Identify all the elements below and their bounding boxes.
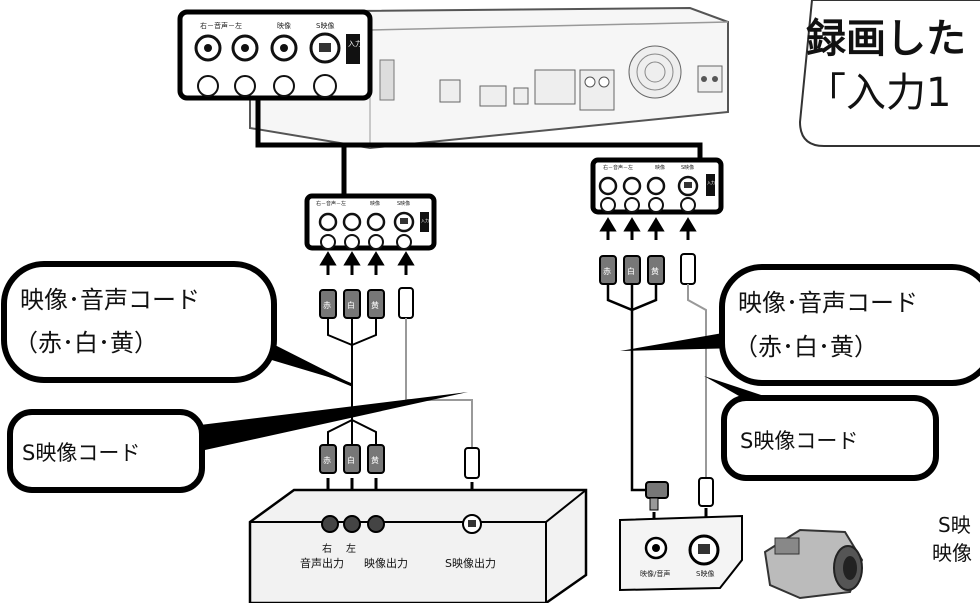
svg-text:S映像: S映像 xyxy=(681,164,694,171)
svg-text:映像: 映像 xyxy=(655,164,665,171)
right-s-cord-callout: S映像コード xyxy=(704,376,939,481)
svg-text:S映像: S映像 xyxy=(696,569,714,578)
right-s-cord-label: S映像コード xyxy=(740,429,858,453)
side-text-line-2: 映像 xyxy=(932,541,972,565)
audio-out-label: 音声出力 xyxy=(300,556,344,570)
title-line-2: 「入力1 xyxy=(806,70,951,116)
svg-text:黄: 黄 xyxy=(371,300,379,310)
svg-text:右: 右 xyxy=(322,542,332,555)
left-av-cord-label-2: （赤･白･黄） xyxy=(14,329,158,357)
svg-text:S映像: S映像 xyxy=(397,200,410,207)
title-box: 録画した 「入力1 xyxy=(798,0,980,147)
left-top-plugs: 赤 白 黄 xyxy=(319,287,414,319)
svg-text:映像/音声: 映像/音声 xyxy=(640,569,670,578)
right-av-cord-label-1: 映像･音声コード xyxy=(738,289,918,317)
right-cable-assembly: 赤 白 黄 xyxy=(599,217,715,539)
small-panel-right: 右－音声－左 映像 S映像 入力 xyxy=(590,157,724,215)
svg-text:赤: 赤 xyxy=(323,301,331,310)
source-device: 右 左 音声出力 映像出力 S映像出力 xyxy=(248,488,588,603)
right-av-cord-callout: 映像･音声コード （赤･白･黄） xyxy=(620,264,980,386)
recorder-svideo-label: S映像 xyxy=(316,21,334,30)
side-text-line-1: S映 xyxy=(938,513,971,537)
svg-text:左: 左 xyxy=(346,542,356,555)
video-out-label: 映像出力 xyxy=(364,556,408,570)
svg-text:右－音声－左: 右－音声－左 xyxy=(316,200,346,207)
svg-text:入力: 入力 xyxy=(707,179,715,185)
recorder-video-label: 映像 xyxy=(277,21,291,30)
svg-text:赤: 赤 xyxy=(603,267,611,276)
svg-text:白: 白 xyxy=(627,266,635,276)
right-av-cord-label-2: （赤･白･黄） xyxy=(734,333,878,361)
svg-text:右－音声－左: 右－音声－左 xyxy=(603,164,633,171)
left-av-cord-callout: 映像･音声コード （赤･白･黄） xyxy=(1,261,353,387)
leader-line-to-right-panel xyxy=(255,98,703,160)
svg-text:入力: 入力 xyxy=(421,217,429,223)
svg-text:白: 白 xyxy=(347,300,355,310)
left-cable-assembly: 赤 白 黄 赤 白 黄 xyxy=(319,251,481,519)
svideo-out-label: S映像出力 xyxy=(445,556,496,570)
input-badge xyxy=(346,34,360,64)
left-s-cord-label: S映像コード xyxy=(22,441,140,465)
left-av-cord-label-1: 映像･音声コード xyxy=(20,286,200,314)
recorder-input-panel: 右－音声－左 映像 S映像 入力1 xyxy=(177,9,373,101)
camcorder: 映像/音声 S映像 xyxy=(619,514,864,600)
recorder-audio-label: 右－音声－左 xyxy=(200,21,242,30)
svg-text:入力1: 入力1 xyxy=(348,39,366,48)
svg-text:黄: 黄 xyxy=(371,455,379,465)
svg-text:白: 白 xyxy=(347,455,355,465)
svg-text:黄: 黄 xyxy=(651,266,659,276)
title-line-1: 録画した xyxy=(806,16,966,62)
svg-text:赤: 赤 xyxy=(323,456,331,465)
svg-text:映像: 映像 xyxy=(370,200,380,207)
small-panel-left: 右－音声－左 映像 S映像 入力 xyxy=(304,193,437,251)
left-s-cord-callout: S映像コード xyxy=(7,392,468,493)
